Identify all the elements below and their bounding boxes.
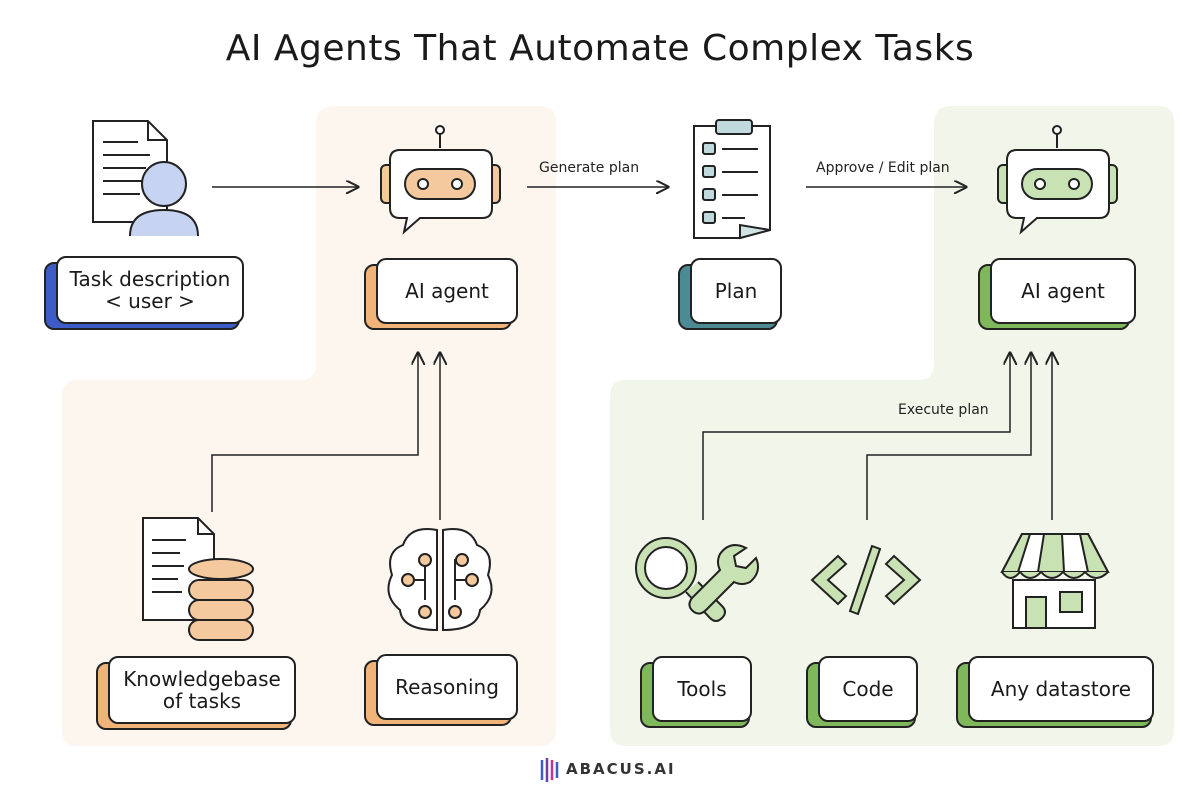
node-box: Any datastore — [968, 656, 1154, 722]
task-description-label: Task description — [69, 267, 231, 291]
task-description-sublabel: < user > — [105, 289, 195, 313]
abacus-logo-icon — [540, 758, 559, 782]
document-database-icon — [142, 517, 254, 641]
node-box: AI agent — [990, 258, 1136, 324]
edge-label-generate-plan: Generate plan — [539, 160, 640, 176]
knowledgebase-sublabel: of tasks — [162, 689, 242, 713]
knowledgebase-label: Knowledgebase — [123, 667, 281, 691]
node-box: Reasoning — [376, 654, 518, 720]
abacus-logo: ABACUS.AI — [566, 760, 676, 778]
edge-label-execute-plan: Execute plan — [898, 402, 989, 418]
checklist-clipboard-icon — [693, 119, 771, 240]
arrow-code-to-agent — [866, 353, 1031, 520]
node-box: Task description < user > — [56, 256, 244, 324]
node-box: Plan — [690, 258, 782, 324]
ai-agent-label: AI agent — [405, 279, 489, 303]
robot-chat-icon-2 — [997, 125, 1118, 235]
reasoning-label: Reasoning — [395, 675, 499, 699]
storefront-icon — [1000, 533, 1110, 629]
datastore-label: Any datastore — [990, 677, 1132, 701]
brain-circuit-icon — [387, 528, 493, 632]
logo-text: ABACUS.AI — [566, 760, 676, 778]
arrow-tools-to-agent — [702, 353, 1010, 520]
node-box: Code — [818, 656, 918, 722]
code-label: Code — [842, 677, 894, 701]
robot-chat-icon — [380, 125, 501, 235]
node-box: Tools — [652, 656, 752, 722]
plan-label: Plan — [714, 279, 758, 303]
code-brackets-icon — [810, 544, 922, 616]
node-box: Knowledgebase of tasks — [108, 656, 296, 724]
diagram-title: AI Agents That Automate Complex Tasks — [225, 28, 975, 69]
arrow-knowledgebase-to-agent — [211, 353, 418, 512]
ai-agent-label: AI agent — [1021, 279, 1105, 303]
document-user-icon — [92, 120, 199, 237]
magnifier-wrench-icon — [635, 537, 759, 622]
tools-label: Tools — [677, 677, 727, 701]
node-box: AI agent — [376, 258, 518, 324]
edge-label-approve-edit-plan: Approve / Edit plan — [816, 160, 950, 176]
